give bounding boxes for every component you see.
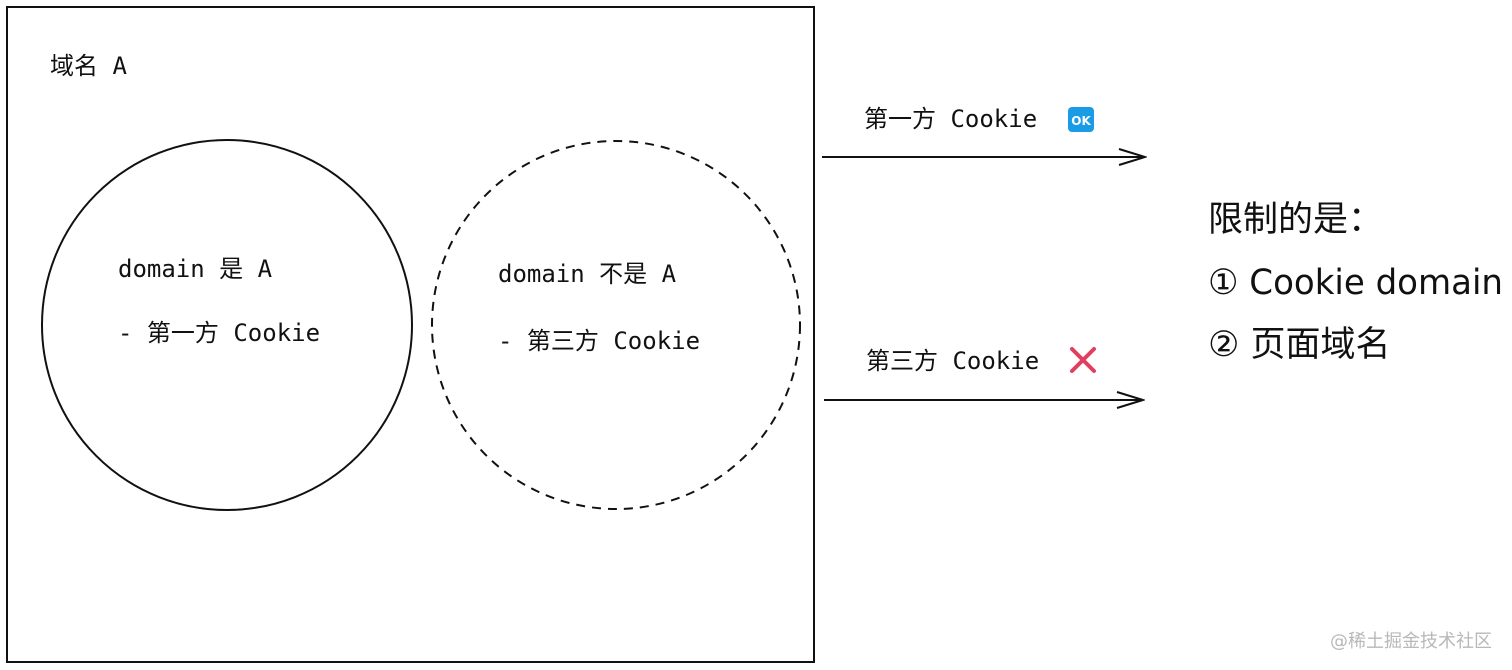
domain-a-label: 域名 A <box>50 52 127 80</box>
cross-mark-icon <box>1070 347 1096 373</box>
first-party-arrow-label: 第一方 Cookie <box>864 105 1037 133</box>
third-party-circle <box>431 140 801 510</box>
restrictions-title: 限制的是： <box>1208 200 1383 240</box>
restriction-item-page-domain: ② 页面域名 <box>1208 325 1391 365</box>
domain-a-box <box>6 6 815 663</box>
ok-badge-text: OK <box>1071 114 1091 128</box>
first-party-domain-text: domain 是 A <box>118 255 273 283</box>
watermark: @稀土掘金技术社区 <box>1330 631 1492 652</box>
third-party-domain-text: domain 不是 A <box>498 260 677 288</box>
ok-badge-icon: OK <box>1068 107 1094 132</box>
third-party-arrow-label: 第三方 Cookie <box>866 347 1039 375</box>
third-party-cookie-text: - 第三方 Cookie <box>498 327 700 355</box>
restriction-item-cookie-domain: ① Cookie domain <box>1208 263 1503 303</box>
first-party-circle <box>41 139 413 511</box>
first-party-cookie-text: - 第一方 Cookie <box>118 319 320 347</box>
